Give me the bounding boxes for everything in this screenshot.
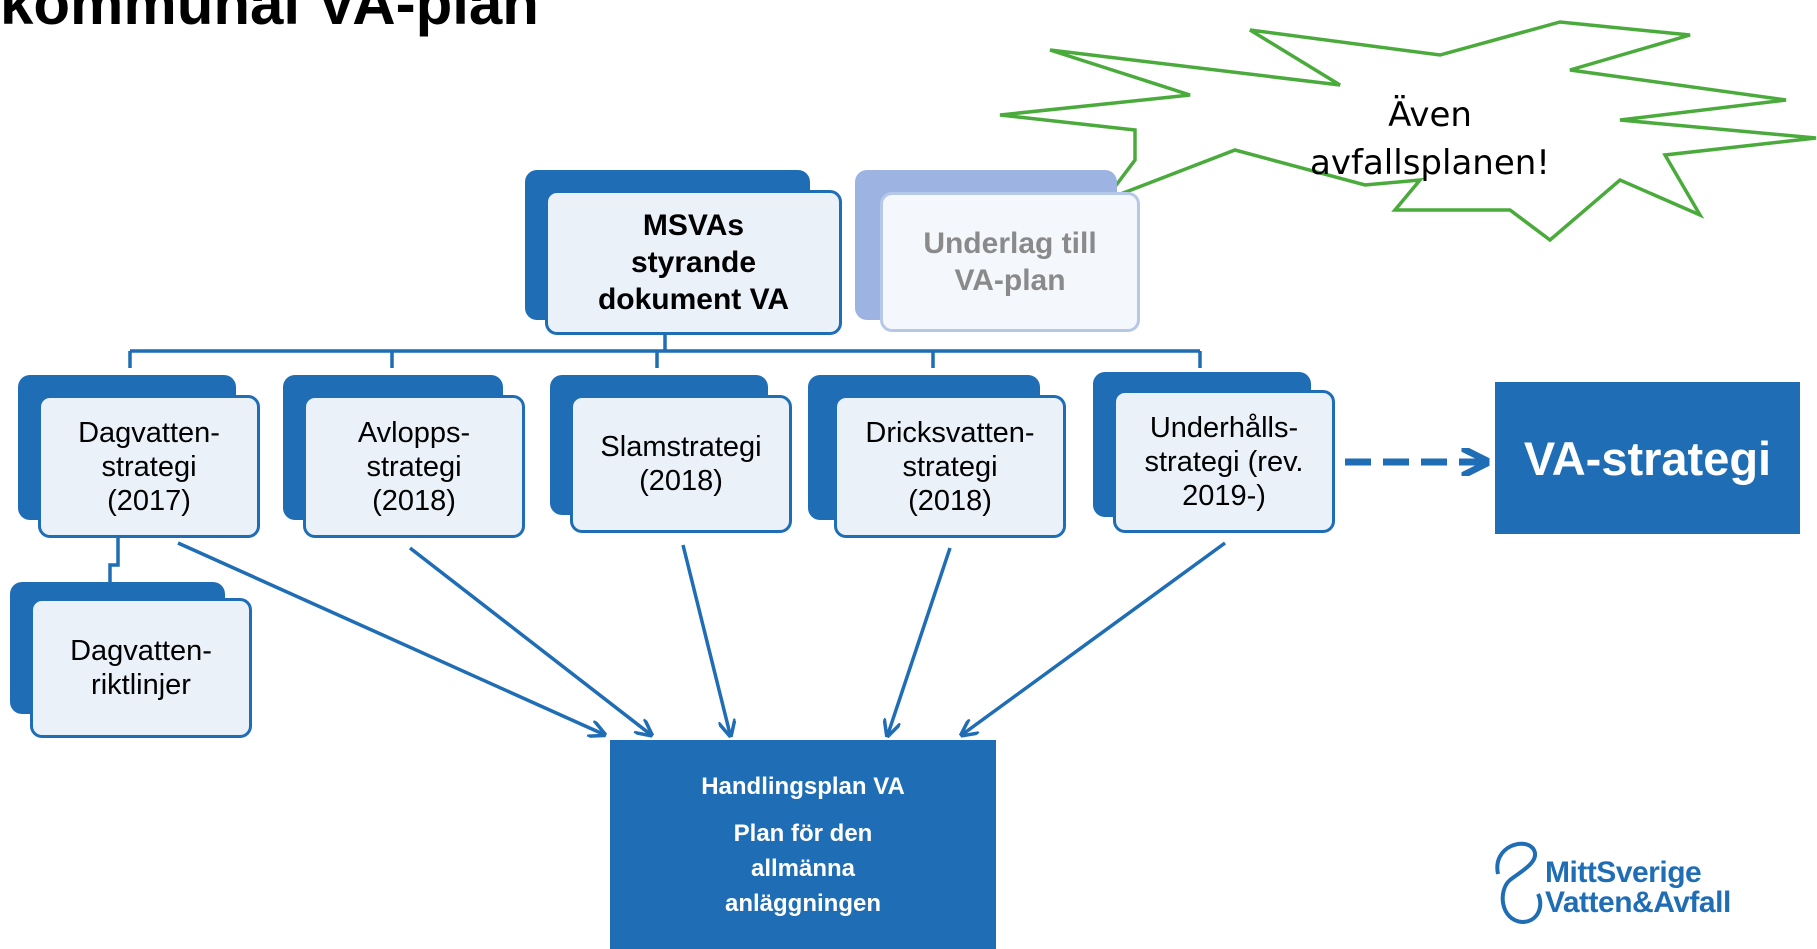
tree-lines [108,317,1202,588]
page-title: kommunal VA-plan [0,0,539,37]
side-box[interactable]: Underlag till VA-plan [880,192,1140,332]
strategy-box-dricksvatten[interactable]: Dricksvatten- strategi (2018) [834,395,1066,538]
sub-box-riktlinjer[interactable]: Dagvatten- riktlinjer [30,598,252,738]
logo-text: MittSverige Vatten&Avfall [1545,856,1731,919]
strategy-box-underhall[interactable]: Underhålls- strategi (rev. 2019-) [1113,390,1335,533]
logo-icon [1495,841,1543,925]
strategy-box-avlopp[interactable]: Avlopps- strategi (2018) [303,395,525,538]
strategy-box-dagvatten[interactable]: Dagvatten- strategi (2017) [38,395,260,538]
action-plan-box[interactable]: Handlingsplan VA Plan för den allmänna a… [610,740,996,949]
arrows-to-action-plan [177,541,1227,734]
va-strategi-box[interactable]: VA-strategi [1495,382,1800,534]
callout-text: Även avfallsplanen! [1310,95,1550,183]
action-plan-heading: Handlingsplan VA [701,772,905,800]
strategy-box-slam[interactable]: Slamstrategi (2018) [570,395,792,533]
top-box[interactable]: MSVAs styrande dokument VA [545,190,842,335]
callout-star [999,20,1817,243]
action-plan-body: Plan för den allmänna anläggningen [725,819,881,917]
